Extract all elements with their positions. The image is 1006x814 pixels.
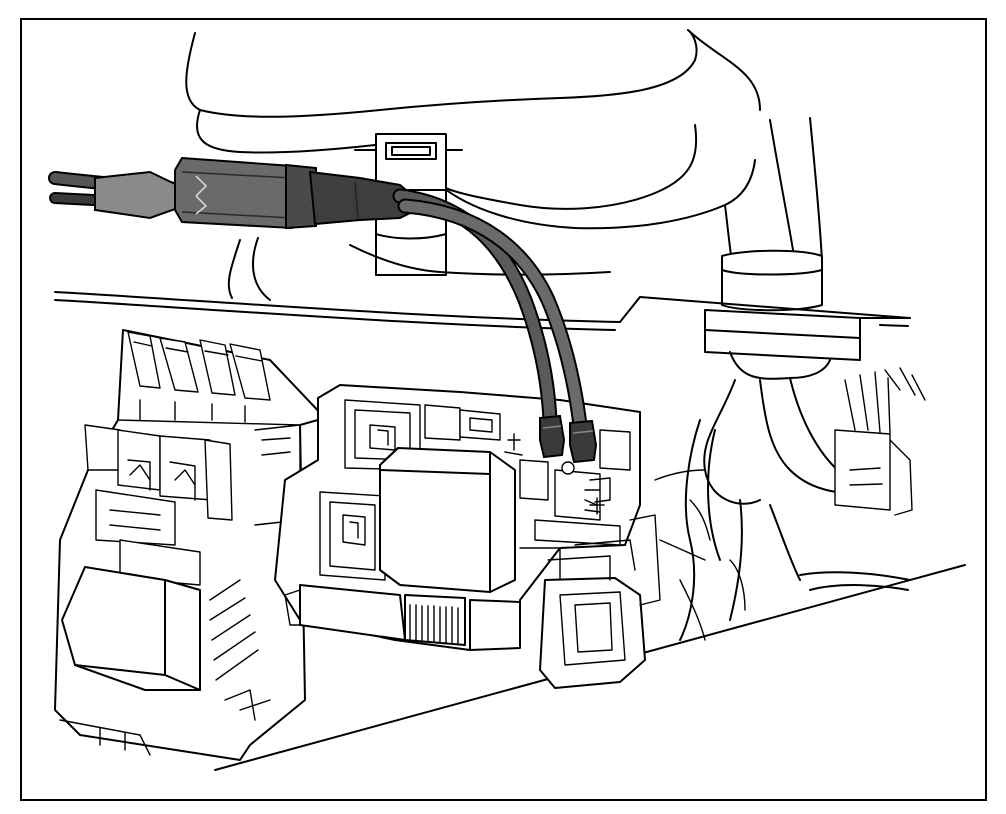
test-lead-cable-icon [48,170,180,220]
wiring-harness-right [654,309,926,641]
reservoir-component [721,249,823,312]
probe-terminal-icon [539,414,598,464]
lower-connector-block [539,514,661,689]
fuse-box-left-block [54,329,326,761]
harness-clip-bracket [354,133,463,276]
probe-leads [392,188,588,433]
